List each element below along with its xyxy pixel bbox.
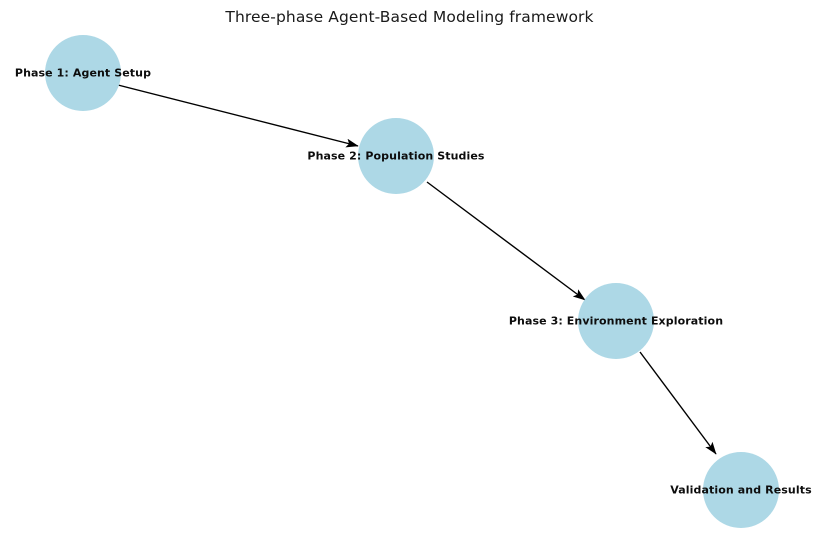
node-layer: [45, 35, 779, 528]
node-phase3[interactable]: [578, 283, 654, 359]
node-label-phase1: Phase 1: Agent Setup: [14, 66, 152, 80]
edge-phase3-results: [639, 351, 717, 455]
node-results[interactable]: [703, 452, 779, 528]
node-label-results: Validation and Results: [670, 483, 812, 497]
page-title: Three-phase Agent-Based Modeling framewo…: [225, 8, 594, 26]
node-phase1[interactable]: [45, 35, 121, 111]
edge-phase2-phase3: [426, 181, 586, 301]
node-label-phase3: Phase 3: Environment Exploration: [508, 314, 724, 328]
edge-phase1-phase2: [117, 84, 359, 148]
edge-layer: [117, 84, 717, 455]
node-label-phase2: Phase 2: Population Studies: [307, 149, 485, 163]
node-phase2[interactable]: [358, 118, 434, 194]
